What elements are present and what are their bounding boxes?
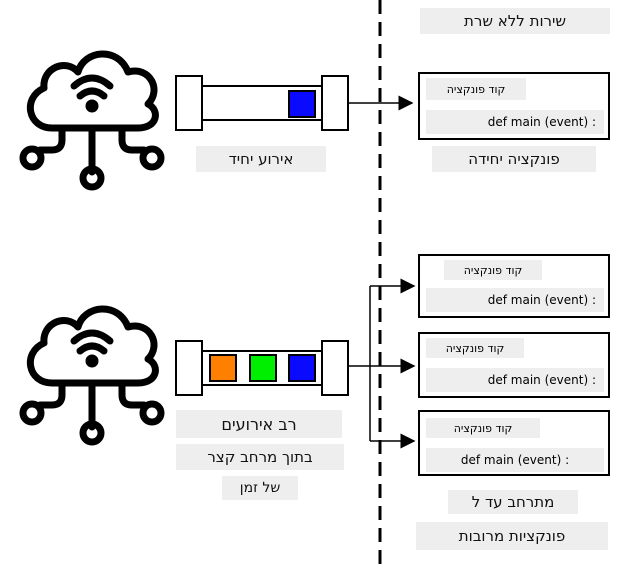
cloud-network-icon	[19, 305, 165, 446]
function-box: קוד פונקציה def main (event) :	[418, 254, 610, 318]
event-square	[288, 354, 316, 382]
scale-label-line1: מתרחב עד ל	[448, 490, 578, 514]
cloud-network-icon	[19, 50, 165, 191]
fan-out-arrows	[348, 278, 416, 449]
multi-event-label-line1: רב אירועים	[176, 410, 342, 438]
function-code-title: קוד פונקציה	[426, 338, 524, 358]
multi-event-label-line3: של זמן	[222, 476, 298, 500]
single-event-label: אירוע יחיד	[196, 146, 326, 172]
function-code-title: קוד פונקציה	[426, 418, 540, 438]
function-code-line: def main (event) :	[426, 448, 604, 472]
event-square	[288, 90, 316, 118]
scale-label-line2: פונקציות מרובות	[416, 522, 608, 550]
event-queue-single	[175, 75, 349, 131]
function-code-title: קוד פונקציה	[426, 78, 526, 100]
header-title: שירות ללא שרת	[420, 8, 610, 34]
function-code-line: def main (event) :	[426, 368, 604, 392]
function-code-title: קוד פונקציה	[444, 260, 542, 280]
function-box: קוד פונקציה def main (event) :	[418, 410, 610, 476]
multi-event-label-line2: בתוך מרחב קצר	[176, 444, 344, 470]
function-code-line: def main (event) :	[426, 288, 604, 312]
event-square	[249, 354, 277, 382]
function-box: קוד פונקציה def main (event) :	[418, 332, 610, 398]
function-code-line: def main (event) :	[426, 110, 604, 134]
function-box-single: קוד פונקציה def main (event) :	[418, 72, 610, 140]
event-square	[209, 354, 237, 382]
single-function-label: פונקציה יחידה	[432, 146, 596, 172]
